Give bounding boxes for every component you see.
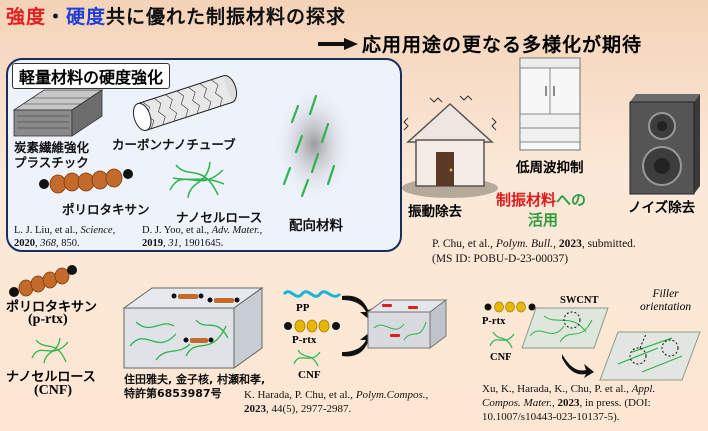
cnf-middle-illustration: [293, 349, 321, 367]
subtitle-text: 応用用途の更なる多様化が期待: [362, 34, 643, 56]
cnf-bottom-illustration: [31, 337, 69, 364]
ref-xu-doi: 10.1007/s10443-023-10137-5).: [482, 411, 620, 423]
ref-yoo-journal: Adv. Mater.: [211, 225, 260, 236]
ref-harada-year: 2023: [244, 403, 266, 415]
reference-chu-polymbull: P. Chu, et al., Polym. Bull., 2023, subm…: [432, 238, 636, 265]
noise-removal-label: ノイズ除去: [628, 200, 696, 216]
ref-chu-status: , submitted.: [581, 238, 636, 250]
prtx-middle-label: P-rtx: [292, 334, 317, 346]
ref-liu-authors: L. J. Liu, et al.,: [14, 225, 81, 236]
cnf-right-label: CNF: [490, 352, 512, 363]
right-arrow-icon: [318, 37, 358, 50]
ref-liu-journal: Science: [80, 225, 113, 236]
oriented-label: 配向材料: [289, 218, 343, 234]
cnt-label: カーボンナノチューブ: [112, 137, 236, 152]
title-separator: ・: [46, 6, 67, 28]
composite-block-illustration: [122, 287, 264, 369]
patent-info: 住田雅夫, 金子核, 村瀬和孝, 特許第6853987号: [124, 373, 265, 401]
polyrotaxane-illustration: [39, 168, 133, 194]
damping-to-text: への: [556, 191, 587, 209]
patent-number: 特許第6853987号: [124, 387, 222, 400]
title-rest: 共に優れた制振材料の探求: [106, 6, 347, 28]
title-hardness: 硬度: [66, 6, 107, 28]
ref-harada-comma: ,: [425, 389, 429, 401]
carbon-nanotube-illustration: [132, 75, 238, 131]
filler-line2: orientation: [640, 301, 692, 313]
cnf-middle-label: CNF: [298, 369, 321, 381]
speaker-icon: [629, 94, 700, 195]
filler-orientation-label: Filler orientation: [640, 288, 691, 314]
cfrp-label-line2: プラスチック: [14, 155, 89, 170]
ref-liu-page: , 850.: [56, 238, 80, 249]
damping-material-text: 制振材料: [496, 191, 557, 209]
prtx-bottom-label: ポリロタキサン: [6, 300, 98, 315]
ref-xu-journal-a: Appl.: [631, 383, 656, 395]
ref-harada-journal: Polym.Compos.: [355, 389, 426, 401]
swcnt-label: SWCNT: [560, 295, 599, 306]
prtx-box-label: ポリロタキサン: [62, 202, 150, 217]
vibration-removal-label: 振動除去: [408, 204, 462, 220]
curved-arrows-icon: [342, 295, 374, 357]
damping-material-usage: 制振材料への 活用: [496, 190, 586, 230]
ref-harada-rest: , 44(5), 2977-2987.: [266, 403, 352, 415]
main-title: 強度・硬度共に優れた制振材料の探求: [6, 2, 346, 29]
reference-harada: K. Harada, P. Chu, et al., Polym.Compos.…: [244, 388, 428, 416]
low-frequency-label: 低周波抑制: [516, 160, 584, 176]
ref-yoo-page: , 1901645.: [178, 238, 224, 249]
cfrp-label: 炭素繊維強化 プラスチック: [14, 140, 89, 170]
pp-chain-illustration: [282, 290, 342, 298]
cabinet-icon: [519, 57, 581, 151]
ref-xu-year: 2023: [557, 397, 580, 409]
house-icon: [402, 95, 498, 198]
cnf-bottom-label: ナノセルロース: [6, 370, 96, 385]
ref-chu-msid: (MS ID: POBU-D-23-00037): [432, 253, 569, 265]
cfrp-label-line1: 炭素繊維強化: [14, 140, 90, 155]
down-right-arrow-icon: [562, 354, 594, 378]
ref-liu-year: 2020: [14, 238, 35, 249]
reference-xu: Xu, K., Harada, K., Chu, P. et al., Appl…: [482, 383, 656, 423]
oriented-sheet-illustration: [599, 331, 701, 381]
ref-xu-rest: , in press. (DOI:: [579, 397, 651, 409]
prtx-middle-illustration: [284, 319, 340, 333]
ref-liu-volume: 368: [40, 238, 56, 249]
ref-yoo-authors: D. J. Yoo, et al.,: [142, 225, 212, 236]
ref-chu-journal: Polym. Bull.: [495, 238, 554, 250]
filler-line1: Filler: [652, 288, 679, 300]
cnf-box-label: ナノセルロース: [176, 210, 263, 225]
polyrotaxane-bottom-illustration: [9, 265, 77, 297]
cnf-abbr: (CNF): [34, 383, 73, 398]
subtitle: 応用用途の更なる多様化が期待: [318, 30, 642, 57]
panel-title: 軽量材料の硬度強化: [12, 63, 171, 89]
patent-inventors: 住田雅夫, 金子核, 村瀬和孝,: [124, 373, 266, 386]
pp-label: PP: [296, 302, 310, 314]
prtx-right-illustration: [484, 301, 536, 313]
prtx-abbr: (p-rtx): [28, 312, 68, 327]
cfrp-illustration: [12, 89, 104, 137]
cnf-right-illustration: [489, 331, 515, 349]
ref-yoo-year: 2019: [142, 238, 163, 249]
cnf-box-illustration: [169, 161, 225, 199]
prtx-right-label: P-rtx: [482, 316, 506, 327]
ref-xu-authors: Xu, K., Harada, K., Chu, P. et al.,: [482, 383, 632, 395]
reference-liu: L. J. Liu, et al., Science, 2020, 368, 8…: [14, 225, 116, 249]
ref-yoo-volume: 31: [168, 238, 179, 249]
damping-usage-text: 活用: [528, 211, 559, 229]
ref-chu-authors: P. Chu, et al.,: [432, 238, 496, 250]
ref-chu-year: 2023: [558, 238, 582, 250]
swcnt-sheet-illustration: [521, 307, 609, 349]
reference-yoo: D. J. Yoo, et al., Adv. Mater., 2019, 31…: [142, 225, 263, 249]
title-strength: 強度: [6, 6, 47, 28]
ref-xu-journal-b: Compos. Mater.: [482, 397, 552, 409]
oriented-material-illustration: [274, 86, 354, 202]
ref-harada-authors: K. Harada, P. Chu, et al.,: [244, 389, 356, 401]
composite-middle-illustration: [366, 299, 448, 349]
